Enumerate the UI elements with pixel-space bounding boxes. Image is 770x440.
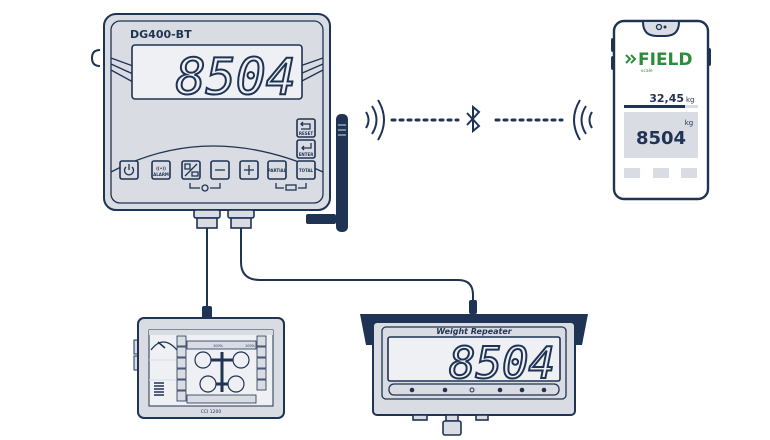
bluetooth-link [365,99,593,141]
power-icon [123,164,135,176]
enter-button[interactable]: ENTER [296,139,316,159]
weight-repeater: Weight Repeater 8504 [360,300,588,436]
progress-bar [624,105,685,108]
alarm-button[interactable]: ((•)) ALARM [151,160,171,180]
dg400-indicator: DG400-BT 8504 RESET ENTER ((•)) ALARM [90,13,348,232]
phone-button-2[interactable] [653,168,669,178]
brand-sub: scale [641,68,653,74]
total-button[interactable]: TOTAL [296,160,316,180]
indicator-model: DG400-BT [130,28,192,41]
hanger-loop [90,49,101,67]
sub-value: 32,45 [649,92,684,105]
total-label: TOTAL [299,168,314,173]
brand-name: FIELD [638,50,693,70]
cable-gland-right [227,209,255,229]
power-button[interactable] [119,160,139,180]
enter-label: ENTER [299,152,314,157]
phone-button-1[interactable] [624,168,640,178]
indicator-reading: 8504 [176,48,296,106]
tare-icon [184,163,199,177]
signal-waves-right [573,99,593,141]
repeater-connector [442,420,462,436]
alarm-icon: ((•)) [156,166,166,171]
minus-button[interactable] [210,160,230,180]
tare-zero-button[interactable] [181,160,201,180]
cable-gland-left [193,209,221,229]
alarm-label: ALARM [153,172,169,177]
repeater-display [387,336,561,382]
reset-button[interactable]: RESET [296,118,316,138]
indicator-display [131,44,303,100]
pct-left: 100% [213,344,224,348]
indicator-led [469,387,475,393]
main-unit: kg [685,119,694,127]
reset-label: RESET [299,131,313,136]
repeater-title: Weight Repeater [436,327,513,336]
bluetooth-icon [466,104,481,134]
partial-label: PARTIAL [268,168,287,173]
field-logo-icon [625,54,637,64]
phone-weight-panel [624,112,698,158]
cci-terminal: 100% 100% CCI 1200 [133,306,285,419]
phone-button-3[interactable] [681,168,697,178]
cable-to-repeater [240,228,474,308]
partial-button[interactable]: PARTIAL [267,160,287,180]
repeater-reading: 8504 [449,338,555,389]
sub-unit: kg [686,96,695,104]
smartphone: FIELD scale 32,45 kg kg 8504 [611,19,711,201]
terminal-model: CCI 1200 [201,409,222,415]
plus-button[interactable] [239,160,259,180]
main-value: 8504 [636,128,686,149]
pct-right: 100% [245,344,256,348]
antenna [306,114,348,232]
signal-waves-left [365,99,385,141]
